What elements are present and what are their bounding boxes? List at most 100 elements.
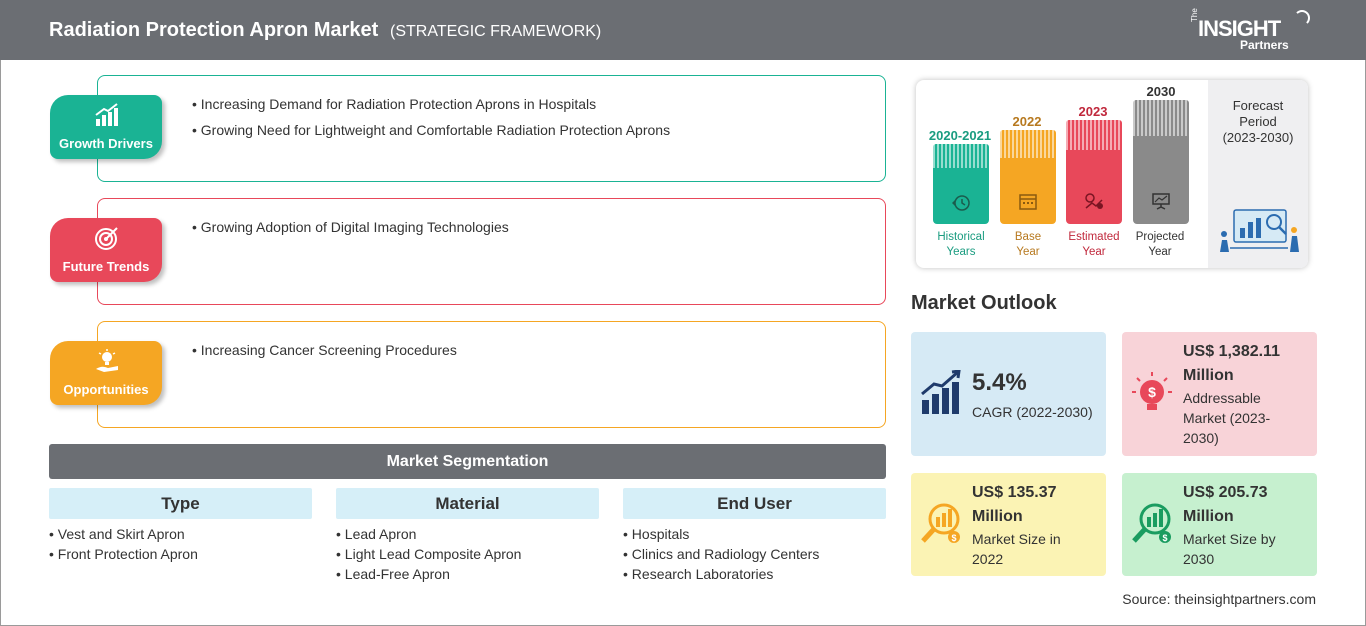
forecast-line-2: Period bbox=[1239, 114, 1277, 129]
growth-chart-icon bbox=[95, 103, 118, 126]
base-year-bar bbox=[1000, 130, 1056, 224]
year-2023: 2023 bbox=[1078, 104, 1108, 119]
label-line-1: Projected bbox=[1135, 231, 1185, 243]
segment-type-header: Type bbox=[49, 488, 312, 519]
forecast-line-1: Forecast bbox=[1232, 98, 1284, 113]
label-line-2: Years bbox=[946, 246, 976, 258]
projected-year-bar bbox=[1133, 100, 1189, 224]
segment-end-user-list: Hospitals Clinics and Radiology Centers … bbox=[623, 526, 886, 582]
opportunities-label: Opportunities bbox=[63, 382, 149, 397]
historical-years-bar bbox=[933, 144, 989, 224]
page-subtitle: (STRATEGIC FRAMEWORK) bbox=[390, 23, 602, 40]
market-outlook-title: Market Outlook bbox=[911, 292, 1057, 314]
label-line-1: Historical bbox=[937, 231, 985, 243]
opportunities-badge: Opportunities bbox=[50, 341, 162, 405]
historical-years-label: Historical Years bbox=[921, 230, 1001, 260]
presentation-icon bbox=[1152, 193, 1170, 210]
header-bar: Radiation Protection Apron Market (STRAT… bbox=[0, 0, 1366, 60]
label-line-2: Year bbox=[1148, 246, 1172, 258]
cagr-description: CAGR (2022-2030) bbox=[972, 404, 1093, 420]
growth-drivers-card: Increasing Demand for Radiation Protecti… bbox=[97, 75, 886, 182]
base-year-label: Base Year bbox=[988, 230, 1068, 260]
label-line-2: Year bbox=[1082, 246, 1106, 258]
desc-line-1: Addressable bbox=[1183, 390, 1261, 406]
cagr-value: 5.4% bbox=[972, 369, 1027, 396]
segment-material-list: Lead Apron Light Lead Composite Apron Le… bbox=[336, 526, 599, 582]
value-line-1: US$ 1,382.11 bbox=[1183, 343, 1280, 360]
segment-end-user: End User Hospitals Clinics and Radiology… bbox=[623, 488, 886, 586]
history-icon bbox=[952, 195, 970, 211]
projected-year-label: Projected Year bbox=[1120, 230, 1200, 260]
magnifier-chart-icon: $ bbox=[921, 503, 960, 543]
segment-material-header: Material bbox=[336, 488, 599, 519]
year-2020-2021: 2020-2021 bbox=[928, 128, 992, 143]
future-trends-list: Growing Adoption of Digital Imaging Tech… bbox=[192, 219, 509, 245]
market-size-2022-value: US$ 135.37 Million bbox=[972, 481, 1057, 529]
segment-end-user-header: End User bbox=[623, 488, 886, 519]
desc-line-1: Market Size by bbox=[1183, 531, 1276, 547]
year-2022: 2022 bbox=[1012, 114, 1042, 129]
future-trends-card: Growing Adoption of Digital Imaging Tech… bbox=[97, 198, 886, 305]
logo-arc-icon bbox=[1294, 10, 1310, 26]
calendar-icon bbox=[1019, 194, 1037, 210]
bar-growth-icon bbox=[921, 370, 961, 414]
list-item: Vest and Skirt Apron bbox=[49, 526, 312, 542]
future-trends-badge: Future Trends bbox=[50, 218, 162, 282]
segment-type-list: Vest and Skirt Apron Front Protection Ap… bbox=[49, 526, 312, 562]
value-line-1: US$ 205.73 bbox=[1183, 484, 1268, 501]
desc-line-2: Market (2023- bbox=[1183, 410, 1271, 426]
list-item: Front Protection Apron bbox=[49, 546, 312, 562]
list-item: Lead Apron bbox=[336, 526, 599, 542]
value-line-2: Million bbox=[972, 508, 1023, 525]
lightbulb-hand-icon bbox=[96, 349, 118, 372]
list-item: Research Laboratories bbox=[623, 566, 886, 582]
opportunities-list: Increasing Cancer Screening Procedures bbox=[192, 342, 457, 368]
market-size-2030-value: US$ 205.73 Million bbox=[1183, 481, 1268, 529]
market-size-2022-description: Market Size in 2022 bbox=[972, 529, 1061, 569]
logo-insight-text: INSIGHT bbox=[1198, 16, 1281, 41]
list-item: Light Lead Composite Apron bbox=[336, 546, 599, 562]
gear-chart-icon bbox=[1085, 193, 1103, 209]
svg-text:$: $ bbox=[1148, 384, 1156, 400]
growth-drivers-badge: Growth Drivers bbox=[50, 95, 162, 159]
value-line-2: Million bbox=[1183, 367, 1234, 384]
forecast-period-text: Forecast Period (2023-2030) bbox=[1208, 98, 1308, 146]
page-title: Radiation Protection Apron Market bbox=[49, 19, 379, 41]
desc-line-2: 2030 bbox=[1183, 551, 1215, 567]
label-line-2: Year bbox=[1016, 246, 1040, 258]
desc-line-2: 2022 bbox=[972, 551, 1004, 567]
list-item: Lead-Free Apron bbox=[336, 566, 599, 582]
list-item: Hospitals bbox=[623, 526, 886, 542]
growth-drivers-list: Increasing Demand for Radiation Protecti… bbox=[192, 96, 670, 148]
list-item: Growing Adoption of Digital Imaging Tech… bbox=[192, 219, 509, 235]
dollar-bulb-icon: $ bbox=[1132, 372, 1172, 410]
label-line-1: Estimated bbox=[1068, 231, 1120, 243]
opportunities-card: Increasing Cancer Screening Procedures bbox=[97, 321, 886, 428]
growth-drivers-label: Growth Drivers bbox=[59, 136, 153, 151]
market-size-2030-description: Market Size by 2030 bbox=[1183, 529, 1276, 569]
timeline-panel: Forecast Period (2023-2030) 2020-2021 Hi… bbox=[916, 80, 1308, 268]
forecast-line-3: (2023-2030) bbox=[1222, 130, 1294, 145]
market-size-2030-card: $ US$ 205.73 Million Market Size by 2030 bbox=[1122, 473, 1317, 576]
value-line-1: US$ 135.37 bbox=[972, 484, 1057, 501]
desc-line-1: Market Size in bbox=[972, 531, 1061, 547]
list-item: Growing Need for Lightweight and Comfort… bbox=[192, 122, 670, 138]
magnifier-chart-icon: $ bbox=[1132, 503, 1171, 543]
segment-type: Type Vest and Skirt Apron Front Protecti… bbox=[49, 488, 312, 566]
addressable-market-description: Addressable Market (2023- 2030) bbox=[1183, 388, 1270, 448]
addressable-market-card: $ US$ 1,382.11 Million Addressable Marke… bbox=[1122, 332, 1317, 456]
list-item: Increasing Cancer Screening Procedures bbox=[192, 342, 457, 358]
source-credit: Source: theinsightpartners.com bbox=[1122, 591, 1316, 607]
estimated-year-label: Estimated Year bbox=[1054, 230, 1134, 260]
list-item: Increasing Demand for Radiation Protecti… bbox=[192, 96, 670, 112]
year-2030: 2030 bbox=[1146, 84, 1176, 99]
cagr-card: 5.4% CAGR (2022-2030) bbox=[911, 332, 1106, 456]
insight-partners-logo: The INSIGHT Partners bbox=[1190, 8, 1310, 54]
label-line-1: Base bbox=[1014, 231, 1042, 243]
estimated-year-bar bbox=[1066, 120, 1122, 224]
market-segmentation-header: Market Segmentation bbox=[49, 444, 886, 479]
desc-line-3: 2030) bbox=[1183, 430, 1219, 446]
svg-text:$: $ bbox=[1162, 533, 1167, 543]
segment-material: Material Lead Apron Light Lead Composite… bbox=[336, 488, 599, 586]
addressable-market-value: US$ 1,382.11 Million bbox=[1183, 340, 1280, 388]
